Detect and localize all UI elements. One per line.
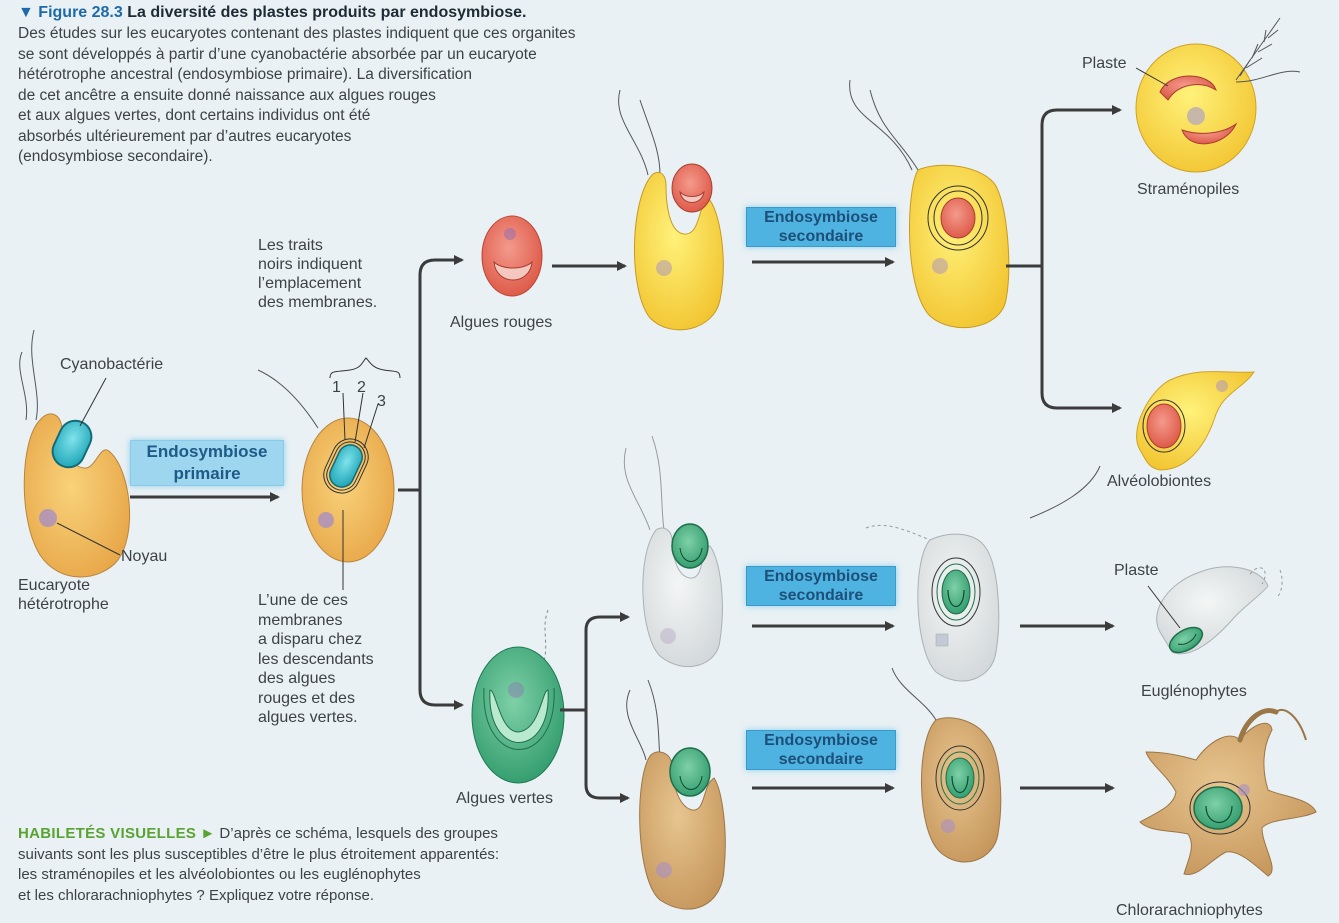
euglenophytes-label: Euglénophytes [1141, 682, 1247, 701]
visual-skills-question: HABILETÉS VISUELLES ► D’après ce schéma,… [18, 824, 658, 906]
membranes-note: Les traits noirs indiquent l’emplacement… [258, 236, 377, 312]
play-arrow-icon: ► [200, 825, 215, 842]
nucleus-label: Noyau [121, 547, 167, 566]
euglenophyte-cell [1148, 567, 1282, 658]
visual-skills-heading: HABILETÉS VISUELLES [18, 825, 196, 842]
alveolate-cell [1030, 372, 1254, 519]
plastid-label-top: Plaste [1082, 54, 1126, 73]
chlorarachniophyte-cell [1140, 710, 1316, 876]
stramenopiles-label: Straménopiles [1137, 180, 1239, 199]
grey-host-with-green-alga [624, 436, 722, 667]
red-algae-label: Algues rouges [450, 313, 552, 332]
alveolates-label: Alvéolobiontes [1107, 472, 1211, 491]
green-algae-label: Algues vertes [456, 789, 553, 808]
secondary-endosymbiosis-box-middle: Endosymbiose secondaire [746, 566, 896, 606]
brown-secondary-cell [892, 668, 1001, 862]
heterotrophic-eukaryote-label: Eucaryote hétérotrophe [18, 576, 109, 614]
primary-endosymbiosis-box: Endosymbiose primaire [130, 440, 284, 486]
membrane-number-2: 2 [357, 378, 366, 397]
green-algae-cell [472, 610, 564, 783]
yellow-host-with-red-alga [619, 90, 724, 330]
secondary-endosymbiosis-box-top: Endosymbiose secondaire [746, 207, 896, 247]
stramenopile-cell [1136, 18, 1300, 172]
membrane-number-1: 1 [332, 378, 341, 397]
secondary-endosymbiosis-box-bottom: Endosymbiose secondaire [746, 730, 896, 770]
red-algae-cell [482, 216, 542, 296]
plastid-label-bottom: Plaste [1114, 561, 1158, 580]
membrane-loss-note: L’une de ces membranes a disparu chez le… [258, 591, 374, 728]
chlorarachniophytes-label: Chlorarachniophytes [1116, 901, 1263, 920]
membrane-number-3: 3 [377, 392, 386, 411]
cyanobacteria-label: Cyanobactérie [60, 355, 163, 374]
yellow-secondary-cell [850, 80, 1009, 328]
